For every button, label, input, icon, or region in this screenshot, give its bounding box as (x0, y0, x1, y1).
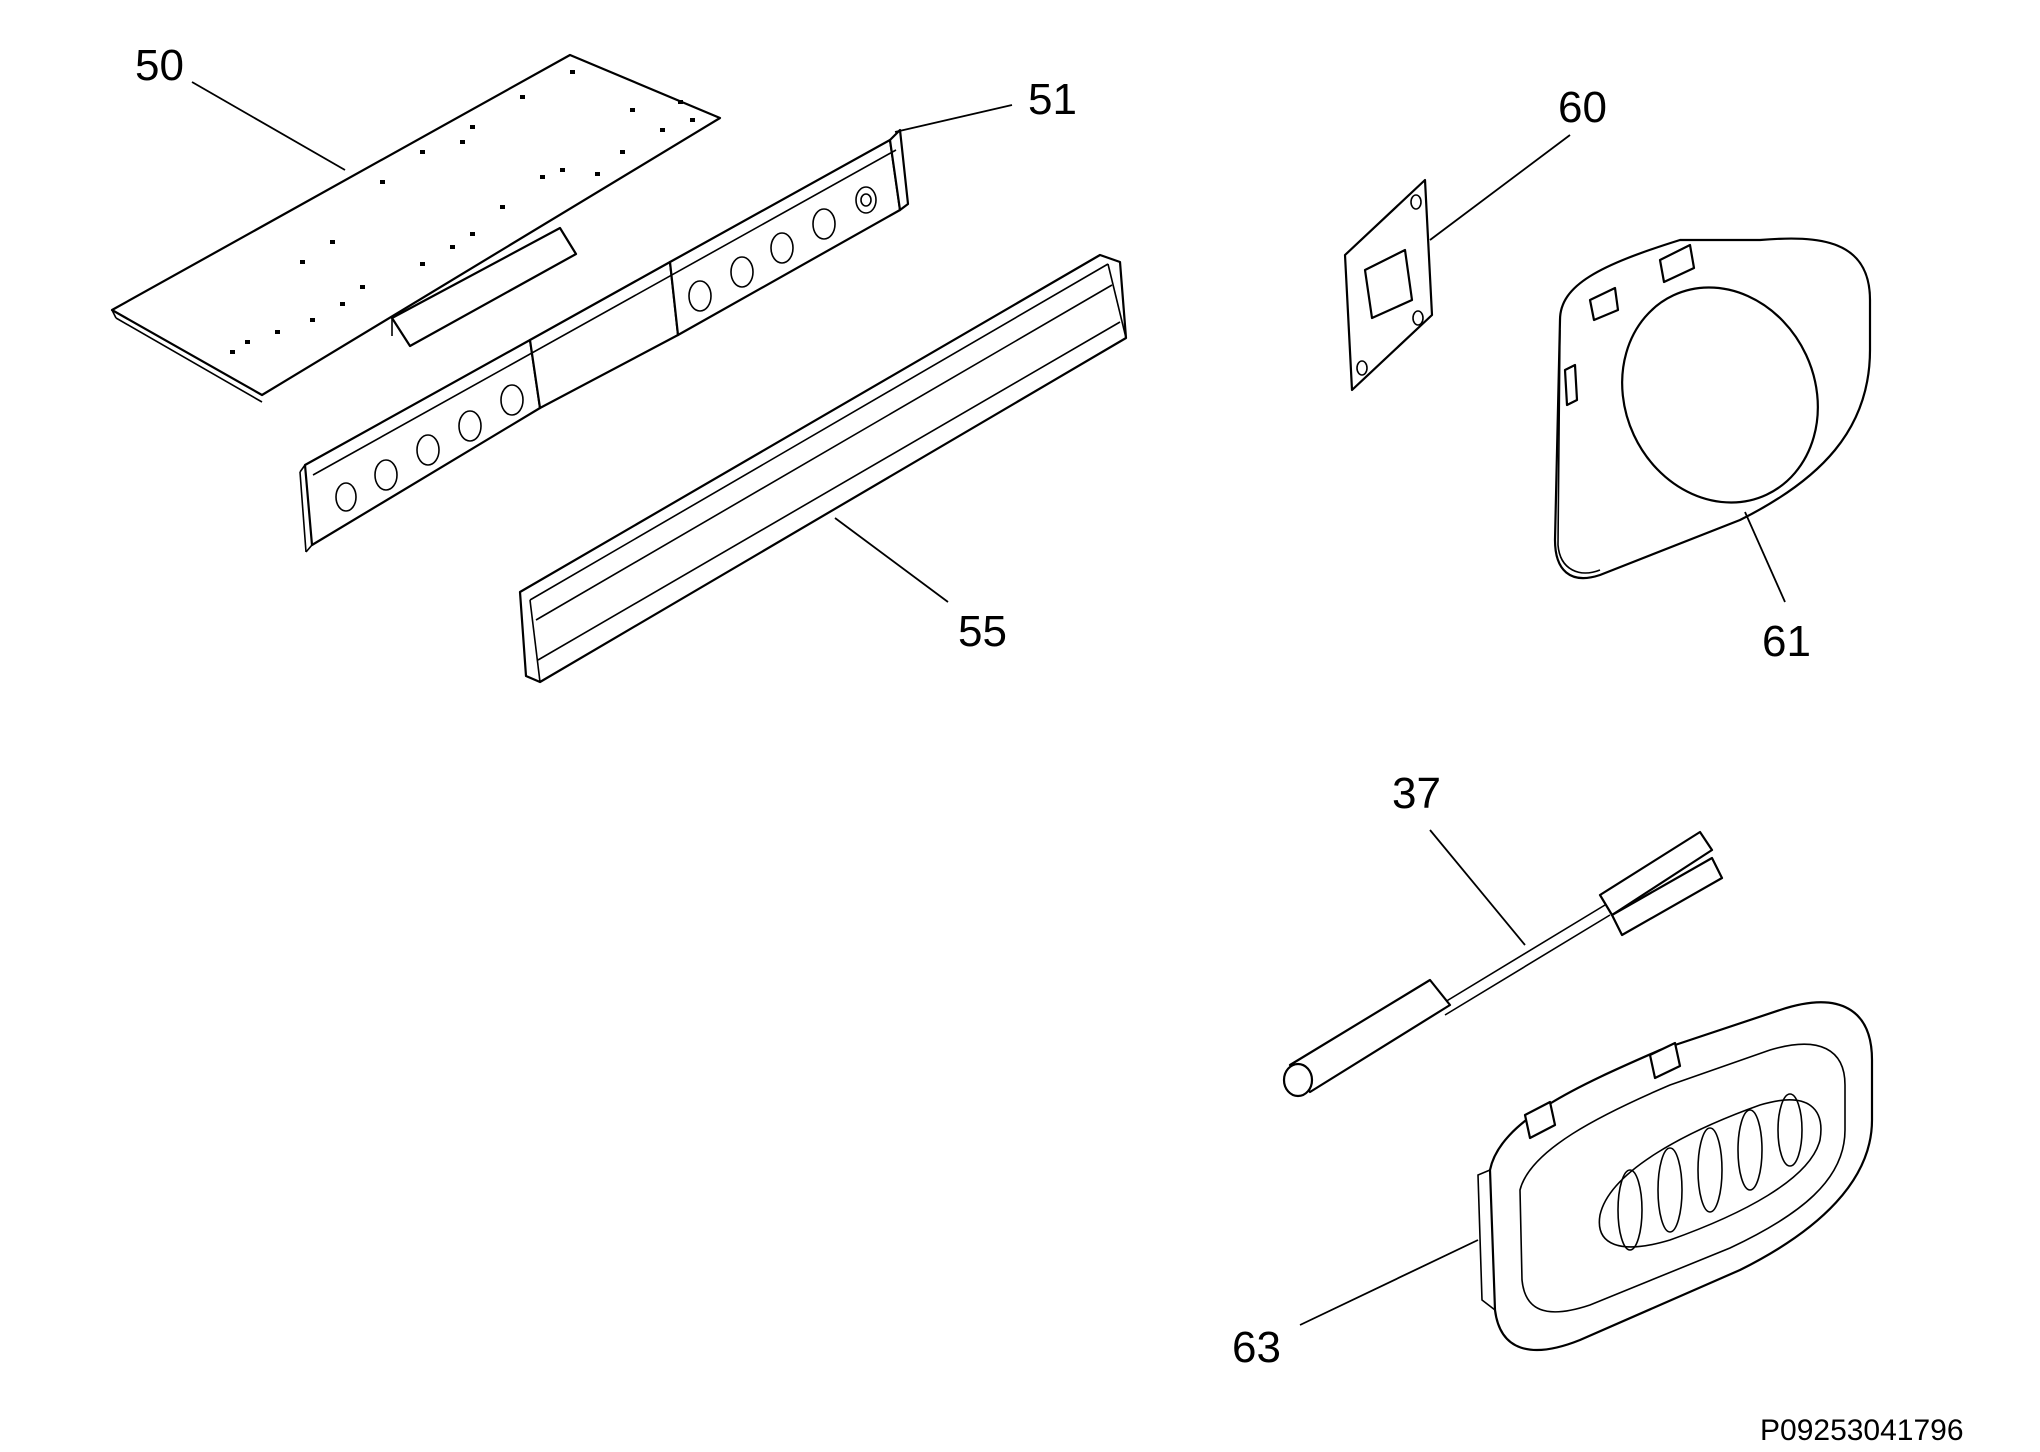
part-61-round-trim (1553, 237, 1872, 580)
part-label-60: 60 (1558, 83, 1607, 132)
leader-51 (894, 104, 1013, 133)
leader-63 (1299, 1239, 1479, 1326)
part-37-sensor-probe (1282, 830, 1724, 1098)
part-63-grille-trim (1477, 1001, 1874, 1352)
leader-lines (191, 81, 1786, 1326)
part-label-55: 55 (958, 607, 1007, 656)
part-label-63: 63 (1232, 1323, 1281, 1372)
part-50-circuit-board (110, 53, 722, 403)
leader-60 (1429, 134, 1571, 241)
leader-37 (1429, 829, 1526, 946)
part-60-switch (1343, 178, 1434, 392)
part-label-61: 61 (1762, 617, 1811, 666)
part-51-bracket (299, 128, 910, 553)
part-label-50: 50 (135, 41, 184, 90)
leader-55 (834, 517, 949, 603)
part-label-51: 51 (1028, 75, 1077, 124)
leader-61 (1744, 511, 1786, 603)
leader-50 (191, 81, 346, 171)
drawing-code: P09253041796 (1760, 1414, 1964, 1447)
part-55-trim-strip (518, 253, 1128, 684)
part-label-37: 37 (1392, 769, 1441, 818)
